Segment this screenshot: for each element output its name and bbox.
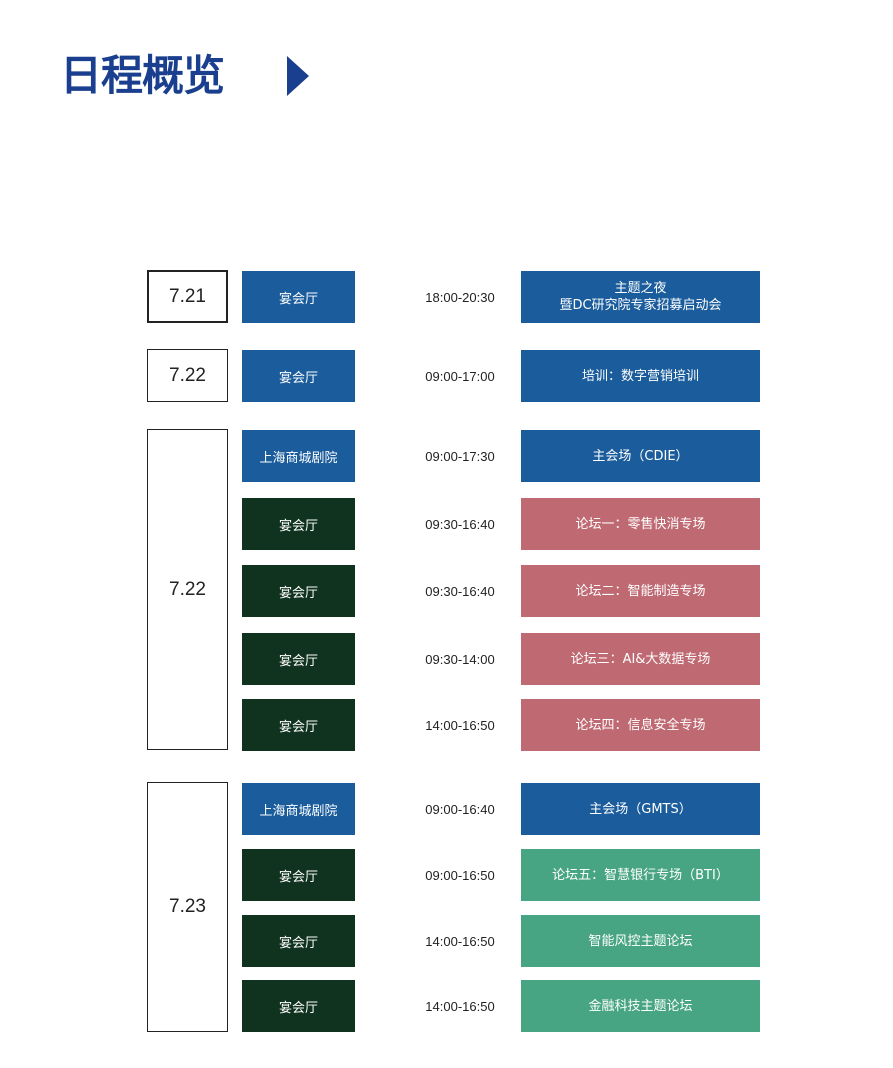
session-cell[interactable]: 论坛五：智慧银行专场（BTI） [521,849,760,901]
session-line: 暨DC研究院专家招募启动会 [559,298,722,313]
venue-cell: 宴会厅 [242,849,355,901]
session-cell[interactable]: 主会场（GMTS） [521,783,760,835]
session-cell[interactable]: 智能风控主题论坛 [521,915,760,967]
time-cell: 14:00-16:50 [425,717,495,733]
session-cell[interactable]: 论坛三：AI&大数据专场 [521,633,760,685]
time-cell: 09:00-17:30 [425,448,495,464]
page-title: 日程概览 [60,51,225,100]
session-line: 论坛二：智能制造专场 [575,583,706,599]
session-line: 论坛四：信息安全专场 [575,717,706,733]
session-cell[interactable]: 金融科技主题论坛 [521,980,760,1032]
time-cell: 09:00-16:50 [425,867,495,883]
date-box-0722-b: 7.22 [147,429,228,750]
session-line: 主题之夜 [614,281,667,296]
time-cell: 14:00-16:50 [425,998,495,1014]
date-box-0723: 7.23 [147,782,228,1032]
session-cell[interactable]: 论坛二：智能制造专场 [521,565,760,617]
session-line: 智能风控主题论坛 [588,933,693,949]
venue-cell: 上海商城剧院 [242,783,355,835]
time-cell: 18:00-20:30 [425,289,495,305]
venue-cell: 宴会厅 [242,915,355,967]
session-cell[interactable]: 主会场（CDIE） [521,430,760,482]
session-line: 培训：数字营销培训 [581,368,699,384]
time-cell: 09:00-17:00 [425,368,495,384]
venue-cell: 宴会厅 [242,980,355,1032]
venue-cell: 宴会厅 [242,633,355,685]
session-cell[interactable]: 论坛四：信息安全专场 [521,699,760,751]
session-line: 论坛三：AI&大数据专场 [570,651,711,667]
venue-cell: 宴会厅 [242,699,355,751]
session-cell[interactable]: 论坛一：零售快消专场 [521,498,760,550]
venue-cell: 宴会厅 [242,271,355,323]
venue-cell: 宴会厅 [242,350,355,402]
session-line: 论坛五：智慧银行专场（BTI） [552,867,729,883]
venue-cell: 宴会厅 [242,498,355,550]
time-cell: 09:30-16:40 [425,516,495,532]
session-line: 论坛一：零售快消专场 [575,516,706,532]
date-box-0721: 7.21 [147,270,228,323]
time-cell: 09:00-16:40 [425,801,495,817]
time-cell: 09:30-14:00 [425,651,495,667]
time-cell: 09:30-16:40 [425,583,495,599]
session-cell[interactable]: 主题之夜 暨DC研究院专家招募启动会 [521,271,760,323]
triangle-right-icon [287,56,309,96]
session-line: 金融科技主题论坛 [588,998,693,1014]
venue-cell: 宴会厅 [242,565,355,617]
session-line: 主会场（GMTS） [589,801,692,817]
session-line: 主会场（CDIE） [592,448,689,464]
session-cell[interactable]: 培训：数字营销培训 [521,350,760,402]
time-cell: 14:00-16:50 [425,933,495,949]
date-box-0722-a: 7.22 [147,349,228,402]
venue-cell: 上海商城剧院 [242,430,355,482]
